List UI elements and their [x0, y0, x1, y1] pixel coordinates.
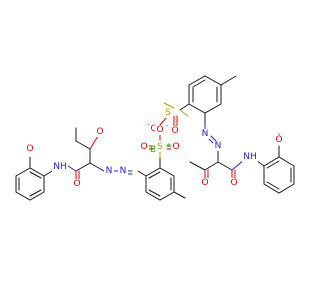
sulfonyl-o1-left: O — [140, 142, 147, 152]
methoxy-o-left: O — [26, 144, 33, 154]
azo-n2-right: N — [215, 141, 222, 151]
ring-right-tolyl — [179, 75, 237, 126]
sulfur-left: S — [157, 142, 163, 152]
sulfonyl-o-right: O — [171, 126, 178, 136]
sulfonate-right — [159, 102, 189, 127]
sulfonate-charge-left: - — [166, 121, 169, 129]
chemical-structure-diagram: O - S O Ba ++ N N O O NH O O NH O — [15, 75, 295, 201]
ring-left-tolyl — [145, 157, 186, 201]
sulfonyl-o2-left: O — [172, 142, 179, 152]
azo-n1-right: N — [202, 129, 209, 139]
amide-o-left: O — [73, 179, 80, 189]
azo-n1-left: N — [106, 166, 113, 176]
amide-nh-left: NH — [53, 162, 67, 172]
sulfur-right: S — [165, 108, 171, 118]
sulfonate-o-left: O — [156, 125, 163, 135]
amide-nh-right: NH — [243, 152, 257, 162]
sulfonate-charge-right: - — [147, 120, 150, 128]
azo-n2-left: N — [120, 166, 127, 176]
keto-o-left: O — [96, 127, 103, 137]
atom-labels: O - S O Ba ++ N N O O NH O O NH O — [25, 108, 284, 189]
keto-o-right: O — [201, 178, 208, 188]
methoxy-o-right: O — [275, 135, 282, 145]
amide-o-right: O — [230, 178, 237, 188]
sulfonate-o-right: O — [150, 124, 157, 134]
